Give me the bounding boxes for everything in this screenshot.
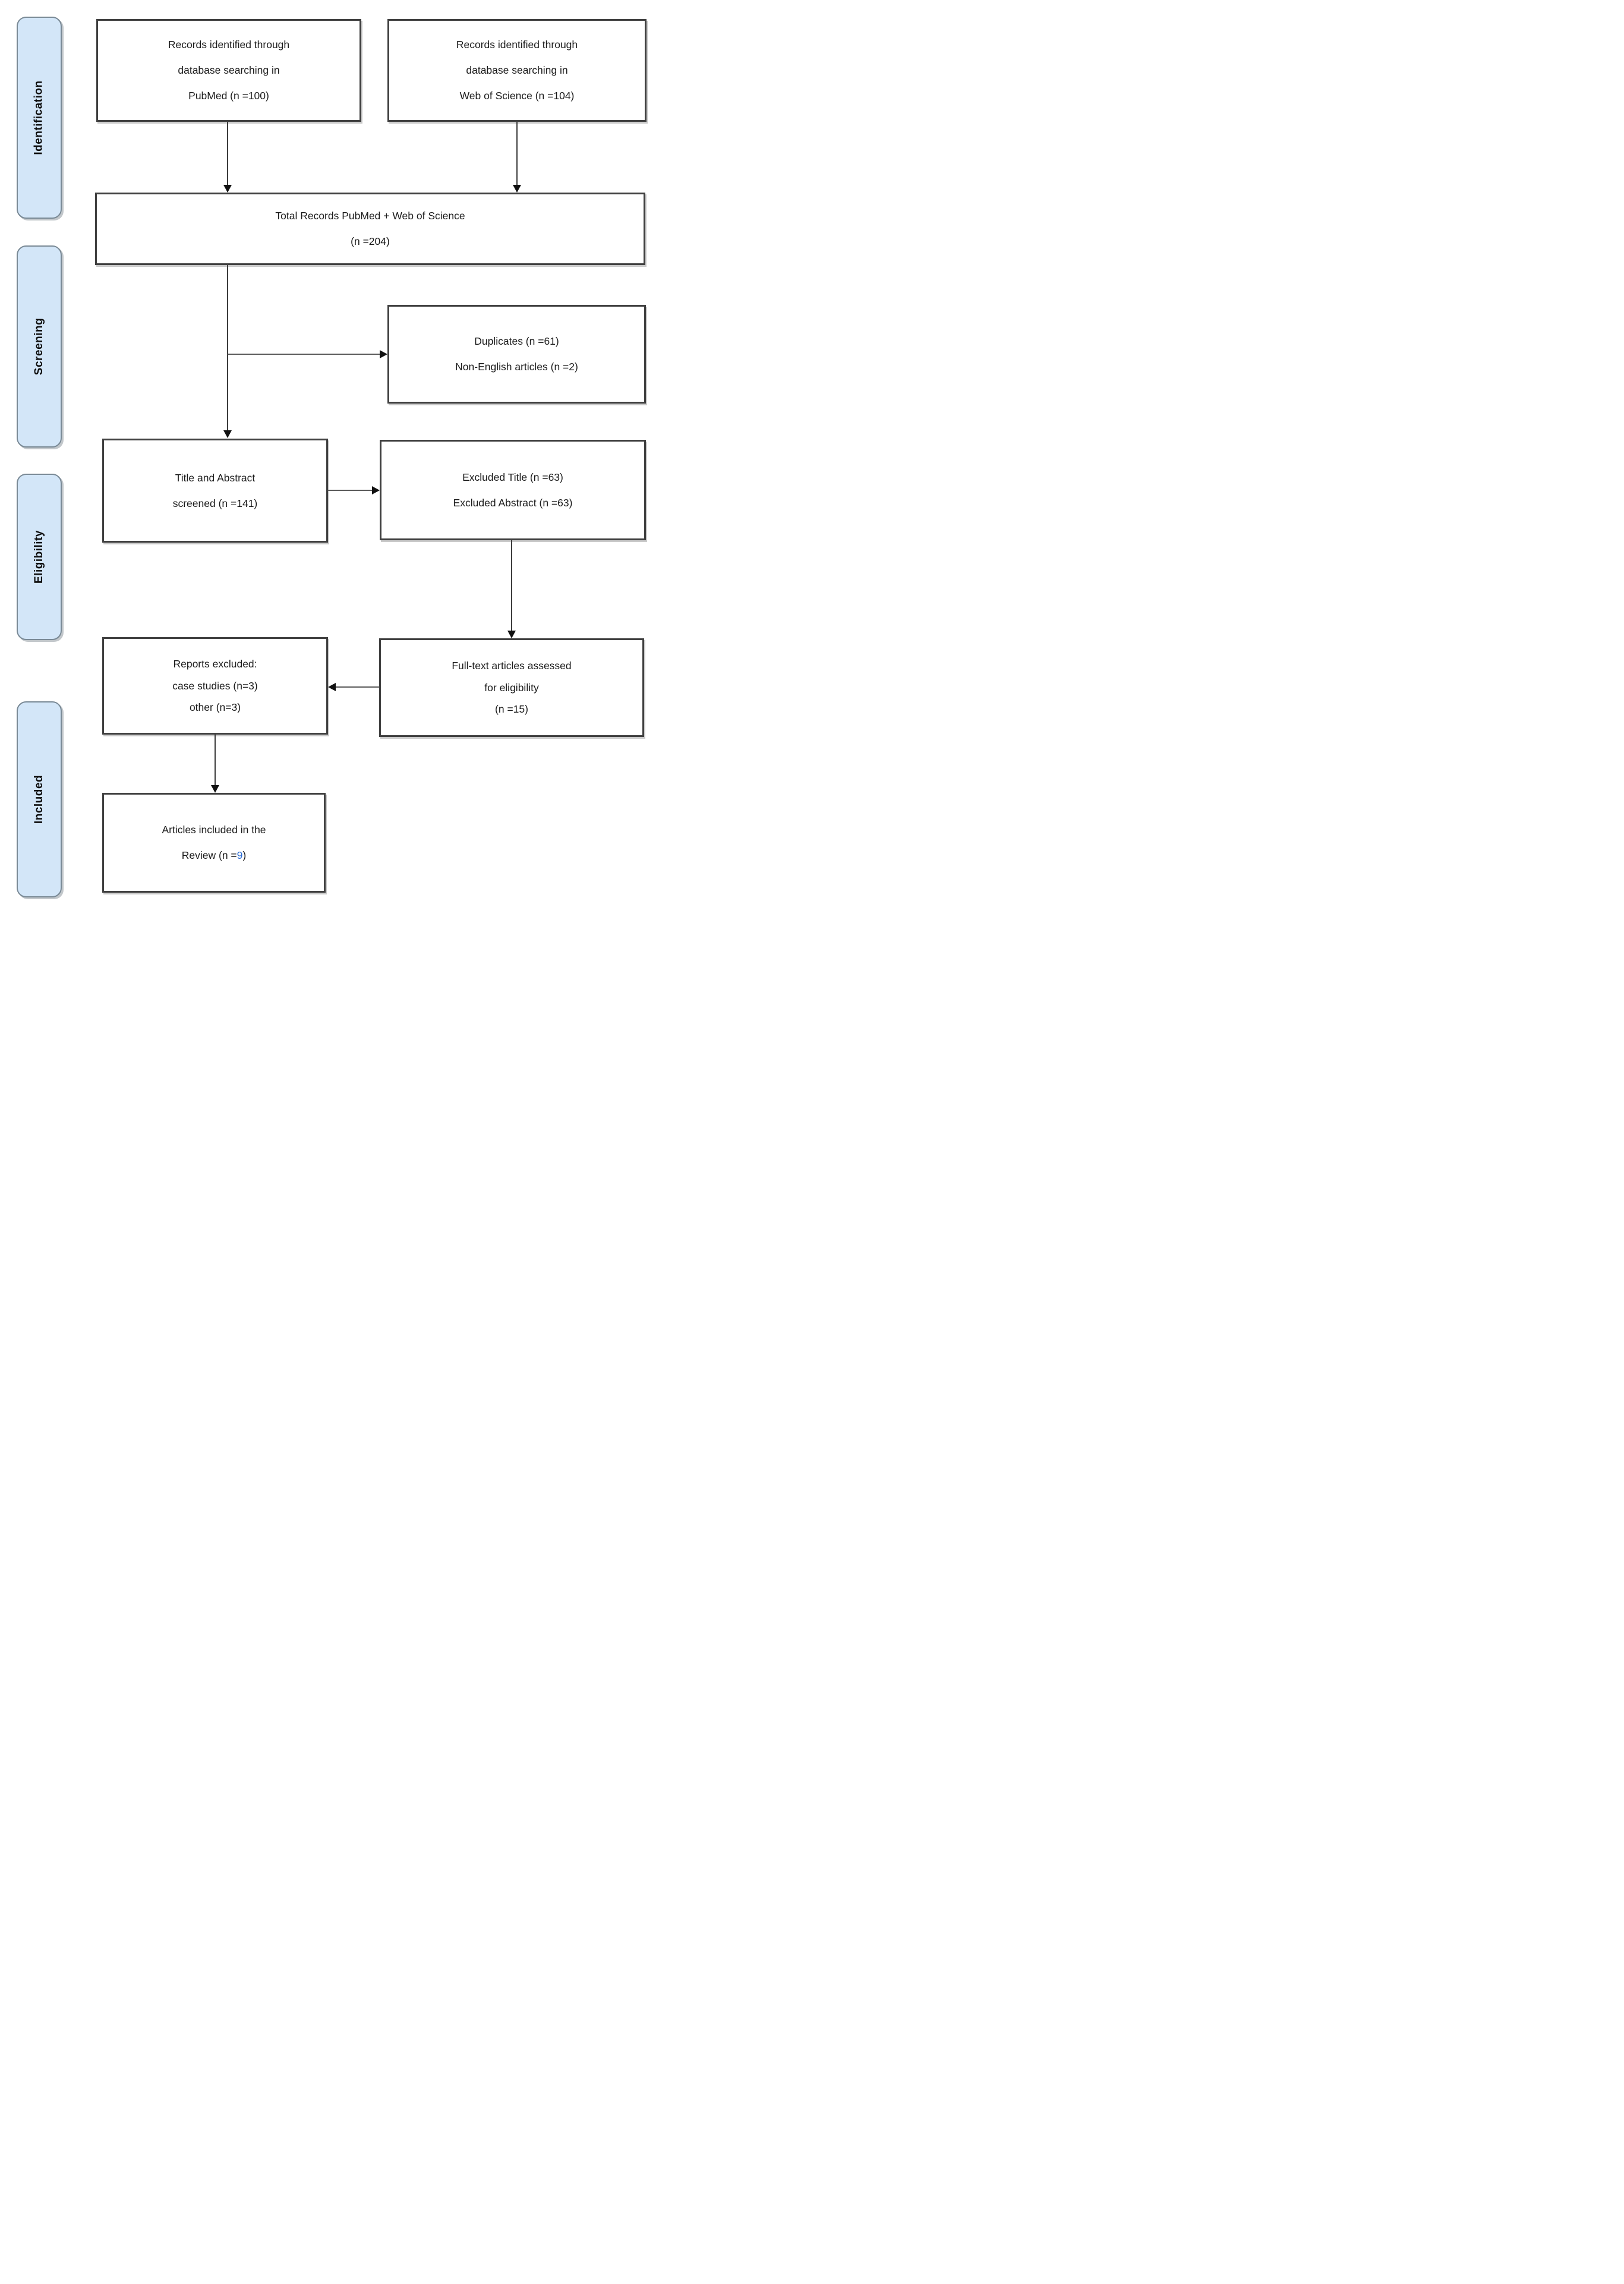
box-excluded-ta-line2: Excluded Abstract (n =63) bbox=[453, 496, 573, 509]
box-title-abstract-screened: Title and Abstract screened (n =141) bbox=[102, 439, 328, 543]
stage-included-label: Included bbox=[33, 774, 45, 824]
arrowhead-pubmed-to-total bbox=[223, 185, 232, 193]
arrowhead-total-to-screened bbox=[223, 430, 232, 438]
included-count-prefix: Review (n = bbox=[181, 849, 237, 861]
connector-stem-to-duplicates bbox=[228, 354, 380, 355]
arrowhead-wos-to-total bbox=[513, 185, 521, 193]
box-total-records-line1: Total Records PubMed + Web of Science bbox=[275, 210, 465, 222]
box-duplicates-line1: Duplicates (n =61) bbox=[474, 335, 559, 348]
box-screened-line2: screened (n =141) bbox=[172, 497, 258, 509]
box-articles-included-line1: Articles included in the bbox=[162, 824, 266, 836]
box-fulltext-line3: (n =15) bbox=[495, 703, 528, 716]
box-records-pubmed-line2: database searching in bbox=[178, 64, 280, 77]
box-records-wos-line1: Records identified through bbox=[456, 39, 578, 51]
box-records-pubmed-line3: PubMed (n =100) bbox=[188, 89, 269, 102]
box-records-wos-line3: Web of Science (n =104) bbox=[459, 89, 575, 102]
box-fulltext-line1: Full-text articles assessed bbox=[452, 659, 572, 672]
stage-identification-label: Identification bbox=[33, 80, 46, 155]
stage-eligibility: Eligibility bbox=[17, 474, 62, 640]
box-total-records-line2: (n =204) bbox=[351, 235, 390, 247]
box-articles-included: Articles included in the Review (n =9) bbox=[102, 793, 326, 893]
connector-wos-to-total bbox=[516, 122, 518, 185]
box-excluded-ta-line1: Excluded Title (n =63) bbox=[462, 471, 563, 483]
stage-screening-label: Screening bbox=[33, 317, 45, 376]
box-full-text-assessed: Full-text articles assessed for eligibil… bbox=[379, 638, 644, 737]
connector-reports-to-included bbox=[215, 735, 216, 786]
included-count-value: 9 bbox=[236, 849, 243, 861]
arrowhead-fulltext-to-reports-excluded bbox=[328, 683, 336, 691]
box-reports-excluded-line3: other (n=3) bbox=[189, 701, 241, 714]
included-count-suffix: ) bbox=[242, 849, 247, 861]
box-fulltext-line2: for eligibility bbox=[484, 681, 539, 694]
arrowhead-excluded-to-fulltext bbox=[507, 631, 516, 638]
connector-screened-to-excluded bbox=[328, 490, 373, 491]
arrowhead-reports-to-included bbox=[211, 785, 219, 793]
box-records-pubmed-line1: Records identified through bbox=[168, 39, 290, 51]
box-articles-included-line2: Review (n =9) bbox=[182, 843, 246, 868]
box-reports-excluded-line1: Reports excluded: bbox=[173, 657, 257, 670]
arrowhead-stem-to-duplicates bbox=[380, 350, 387, 358]
box-excluded-title-abstract: Excluded Title (n =63) Excluded Abstract… bbox=[380, 440, 646, 540]
box-records-pubmed: Records identified through database sear… bbox=[96, 19, 361, 122]
box-duplicates-line2: Non-English articles (n =2) bbox=[455, 361, 578, 373]
box-records-wos-line2: database searching in bbox=[466, 64, 568, 77]
arrowhead-screened-to-excluded bbox=[372, 486, 380, 494]
stage-eligibility-label: Eligibility bbox=[33, 530, 46, 584]
box-total-records: Total Records PubMed + Web of Science (n… bbox=[95, 193, 645, 265]
box-records-web-of-science: Records identified through database sear… bbox=[387, 19, 647, 122]
box-reports-excluded-line2: case studies (n=3) bbox=[172, 679, 258, 692]
box-reports-excluded: Reports excluded: case studies (n=3) oth… bbox=[102, 637, 328, 735]
connector-total-to-screened bbox=[227, 265, 228, 431]
connector-fulltext-to-reports-excluded bbox=[336, 686, 379, 688]
stage-screening: Screening bbox=[17, 245, 62, 448]
prisma-flow-diagram: Identification Screening Eligibility Inc… bbox=[0, 0, 649, 913]
box-duplicates: Duplicates (n =61) Non-English articles … bbox=[387, 305, 646, 404]
connector-excluded-to-fulltext bbox=[511, 540, 512, 631]
stage-identification: Identification bbox=[17, 17, 62, 219]
connector-pubmed-to-total bbox=[227, 122, 228, 185]
box-screened-line1: Title and Abstract bbox=[175, 471, 256, 484]
stage-included: Included bbox=[17, 701, 62, 897]
